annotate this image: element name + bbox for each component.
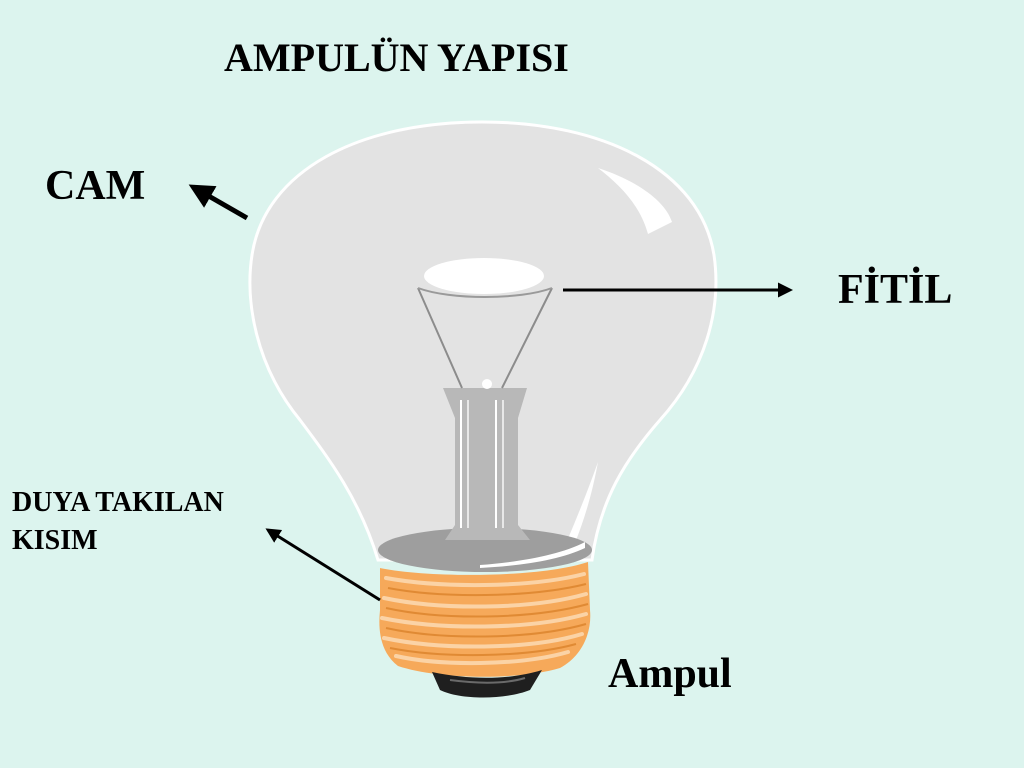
screw-base bbox=[379, 562, 591, 677]
neck-highlight bbox=[480, 542, 585, 568]
page-title: AMPULÜN YAPISI bbox=[224, 35, 569, 80]
label-base: DUYA TAKILAN KISIM bbox=[12, 484, 224, 560]
bulb-glass bbox=[248, 120, 718, 562]
filament-wire bbox=[417, 287, 553, 389]
glass-highlight-lower bbox=[567, 462, 598, 543]
arrow-cam bbox=[188, 184, 249, 221]
arrow-base bbox=[265, 528, 381, 602]
filament bbox=[424, 258, 544, 294]
screw-shadows bbox=[385, 583, 589, 657]
label-base-line1: DUYA TAKILAN bbox=[12, 487, 224, 518]
screw-threads bbox=[380, 572, 588, 666]
contact-highlight bbox=[449, 677, 526, 684]
filament-stem bbox=[443, 388, 530, 540]
filament-coil bbox=[417, 287, 553, 298]
glass-highlight bbox=[598, 168, 672, 234]
label-bulb: Ampul bbox=[608, 651, 732, 697]
label-base-line2: KISIM bbox=[12, 525, 98, 556]
stem-button bbox=[482, 379, 492, 389]
base-contact bbox=[432, 670, 542, 698]
label-filament: FİTİL bbox=[838, 267, 953, 313]
label-glass: CAM bbox=[45, 163, 146, 209]
